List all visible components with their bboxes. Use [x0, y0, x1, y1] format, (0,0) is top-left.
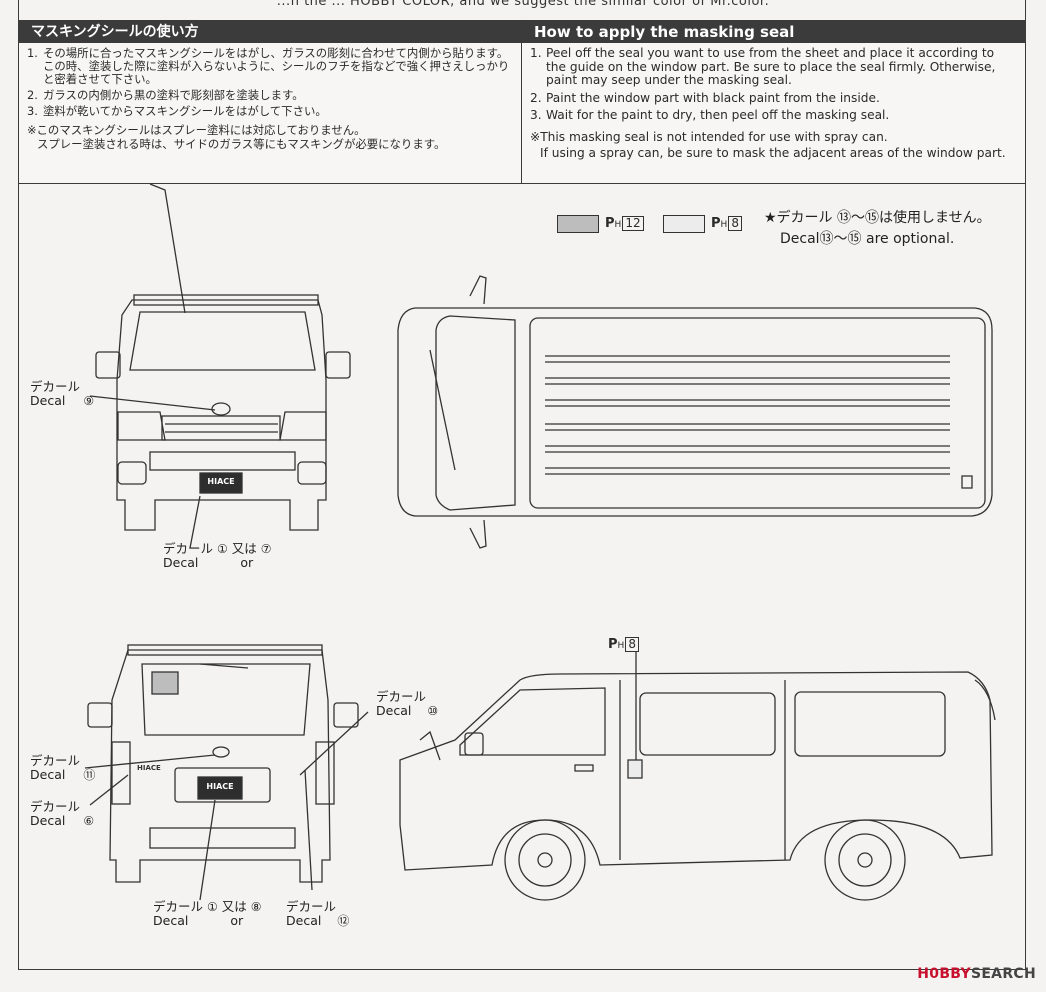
instruction-frame: [18, 0, 1026, 970]
callout-rear-top: デカール Decal ⑩: [376, 689, 439, 719]
rear-view-drawing: [84, 644, 369, 901]
front-view-drawing: [89, 294, 351, 549]
color-swatch-ph8: [663, 215, 705, 233]
callout-front-plate: デカール ① 又は ⑦ Decal or: [163, 541, 272, 570]
jp-panel-title: マスキングシールの使い方: [19, 21, 521, 43]
rear-plate-text: HIACE: [206, 782, 234, 791]
callout-rear-lower: デカール Decal ⑫: [286, 899, 350, 929]
watermark: H0BBYSEARCH: [917, 966, 1036, 982]
en-step: 2.Paint the window part with black paint…: [530, 90, 880, 105]
rear-badge-text: HIACE: [137, 764, 161, 772]
en-step: 3.Wait for the paint to dry, then peel o…: [530, 108, 890, 122]
callout-rear-logo: デカール Decal ⑪: [30, 753, 96, 783]
jp-step: 3.塗料が乾いてからマスキングシールをはがして下さい。: [27, 104, 327, 118]
en-step: 1.Peel off the seal you want to use from…: [530, 46, 996, 87]
en-note: ※This masking seal is not intended for u…: [530, 129, 1006, 160]
top-text-fragment: ...n the ... HOBBY COLOR, and we suggest…: [276, 0, 770, 8]
jp-instruction-panel: マスキングシールの使い方 1.その場所に合ったマスキングシールをはがし、ガラスの…: [18, 20, 522, 184]
front-plate-text: HIACE: [207, 477, 235, 486]
jp-note: ※このマスキングシールはスプレー塗料には対応しておりません。 スプレー塗装される…: [27, 123, 446, 151]
color-swatch-ph12: [557, 215, 599, 233]
en-panel-title: How to apply the masking seal: [522, 21, 1025, 43]
en-instruction-panel: How to apply the masking seal 1.Peel off…: [521, 20, 1026, 184]
leader-line: [149, 183, 186, 314]
en-steps-list: 1.Peel off the seal you want to use from…: [522, 43, 1025, 123]
jp-step: 2.ガラスの内側から黒の塗料で彫刻部を塗装します。: [27, 88, 304, 102]
top-view-drawing: [397, 275, 993, 549]
callout-rear-side: デカール Decal ⑥: [30, 799, 95, 829]
callout-rear-plate: デカール ① 又は ⑧ Decal or: [153, 899, 262, 928]
side-view-drawing: [399, 652, 996, 901]
jp-step: 1.その場所に合ったマスキングシールをはがし、ガラスの彫刻に合わせて内側から貼り…: [27, 46, 510, 86]
callout-front-decal: デカール Decal ⑨: [30, 379, 95, 409]
optional-decal-note: ★デカール ⑬～⑮は使用しません。 Decal⑬～⑮ are optional.: [764, 210, 991, 247]
jp-steps-list: 1.その場所に合ったマスキングシールをはがし、ガラスの彫刻に合わせて内側から貼り…: [19, 43, 521, 118]
